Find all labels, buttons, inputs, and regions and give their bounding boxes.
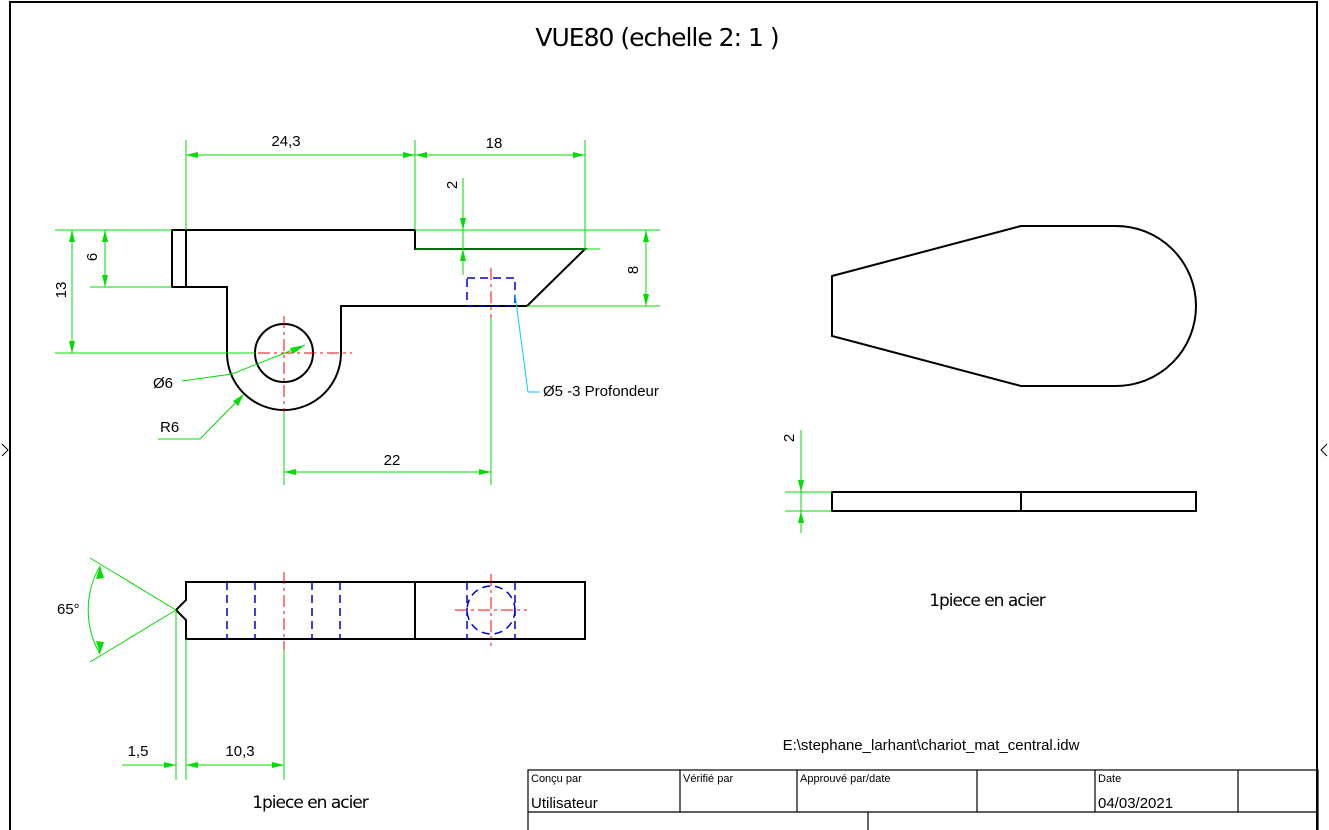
top-view — [174, 572, 586, 650]
checked-by-label: Vérifié par — [683, 773, 733, 785]
dim-13: 13 — [53, 282, 70, 299]
edge-view: 2 — [781, 430, 1197, 533]
title-block: Conçu par Utilisateur Vérifié par Approu… — [527, 769, 1319, 830]
front-view-dimensions: 24,3 18 2 13 6 8 Ø6 — [53, 133, 660, 485]
dim-blind-hole: Ø5 -3 Profondeur — [543, 383, 659, 400]
front-view-outline — [171, 229, 588, 411]
dim-2-step: 2 — [444, 181, 461, 189]
top-view-outline — [174, 581, 586, 640]
right-center-mark — [1320, 443, 1328, 457]
dim-6: 6 — [84, 253, 101, 261]
dim-10-3: 10,3 — [225, 743, 254, 760]
dim-r6: R6 — [160, 419, 179, 436]
designed-by-value: Utilisateur — [531, 795, 598, 812]
top-view-dimensions: 65° 1,5 10,3 — [57, 557, 285, 780]
file-path: E:\stephane_larhant\chariot_mat_central.… — [783, 737, 1080, 754]
front-view — [171, 229, 588, 412]
left-center-mark — [1, 443, 9, 457]
dim-65-deg: 65° — [57, 601, 80, 618]
date-label: Date — [1098, 773, 1121, 785]
designed-by-label: Conçu par — [531, 773, 582, 785]
sheet-border — [9, 1, 1318, 830]
note-left-material: 1piece en acier — [252, 793, 369, 813]
approved-by-label: Approuvé par/date — [800, 773, 891, 785]
edge-view-outline — [831, 491, 1197, 512]
blind-hole-hidden — [466, 277, 516, 307]
dim-diameter-6: Ø6 — [153, 375, 173, 392]
dim-18: 18 — [486, 135, 503, 152]
dim-thickness-2: 2 — [781, 434, 798, 442]
date-value: 04/03/2021 — [1098, 795, 1173, 812]
drawing-title: VUE80 (echelle 2: 1 ) — [535, 23, 778, 52]
note-right-material: 1piece en acier — [929, 591, 1046, 611]
plan-view-outline — [831, 225, 1197, 387]
dim-8: 8 — [625, 266, 642, 274]
dim-24-3: 24,3 — [271, 133, 300, 150]
dim-1-5: 1,5 — [128, 743, 149, 760]
dim-22: 22 — [384, 452, 401, 469]
plan-view — [831, 225, 1197, 387]
